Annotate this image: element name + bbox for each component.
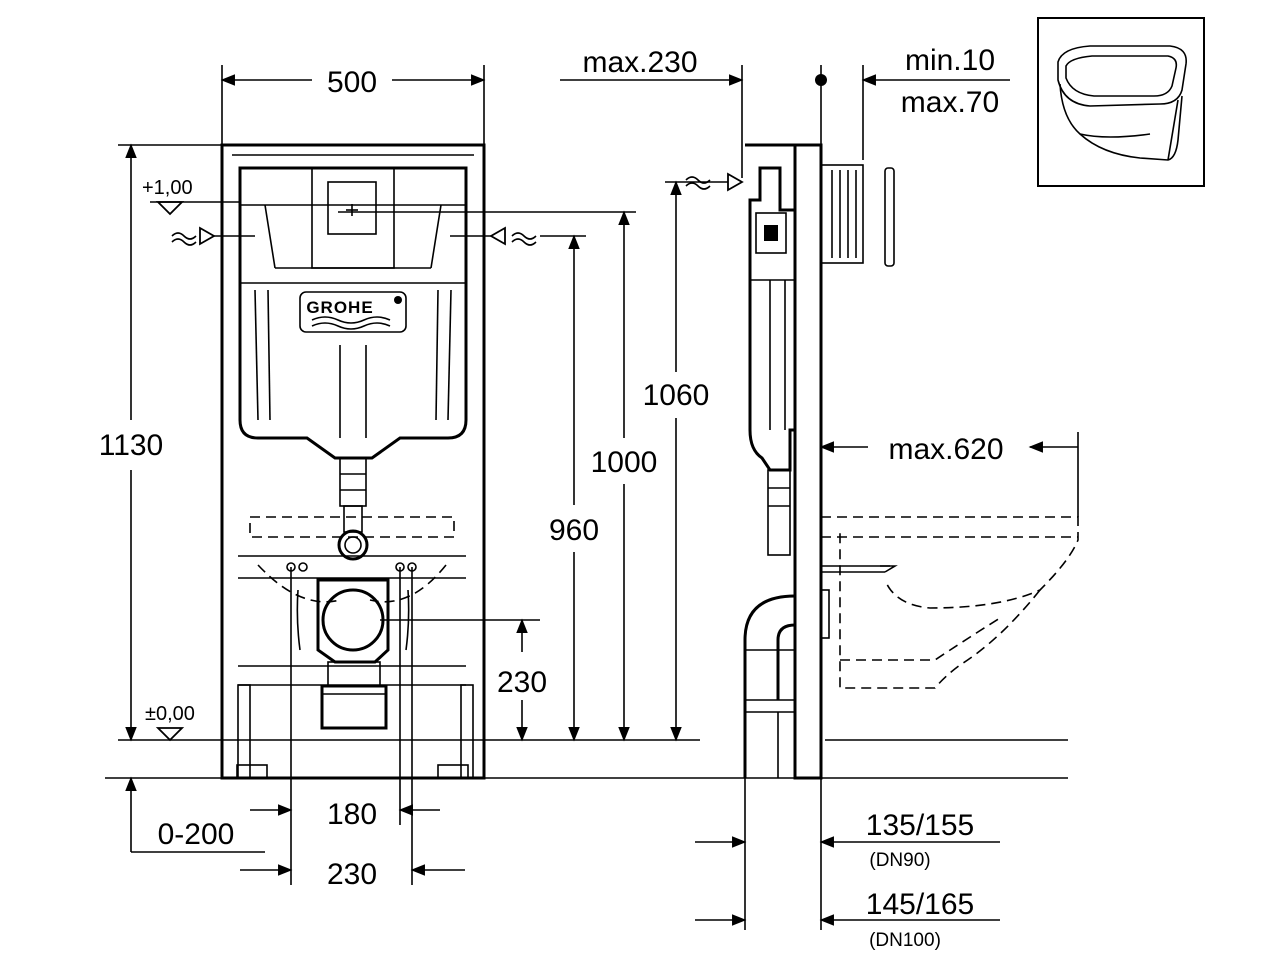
toilet-bowl-icon xyxy=(1057,45,1187,161)
dim-bolt-spacing-label: 180 xyxy=(327,798,377,831)
dim-inlet-960: 960 xyxy=(540,234,599,742)
dim-width: 500 xyxy=(220,65,486,145)
dim-wall-depth-max-label: max.70 xyxy=(901,86,999,119)
dim-bracket-spacing: 230 xyxy=(240,567,465,891)
dim-drain-spec-dn90-label: (DN90) xyxy=(869,850,930,871)
dim-bolt-spacing: 180 xyxy=(250,567,440,831)
dim-drain-spec-dn100-label: (DN100) xyxy=(869,930,941,951)
dim-drain-offset-dn90-label: 135/155 xyxy=(866,809,974,842)
toilet-thumbnail xyxy=(1037,17,1205,187)
front-view: GROHE xyxy=(220,143,486,780)
level-mark-bottom-label: ±0,00 xyxy=(145,703,195,725)
dim-bowl-projection-label: max.620 xyxy=(888,433,1003,466)
level-mark-bottom: ±0,00 xyxy=(118,703,700,742)
dim-drain-height-label: 230 xyxy=(497,666,547,699)
dim-wall-depth: min.10 max.70 xyxy=(861,44,1010,160)
dim-floor-adjust-label: 0-200 xyxy=(158,818,235,851)
dim-top-offset-label: max.230 xyxy=(582,46,697,79)
dim-inlet-1060-label: 1060 xyxy=(643,379,710,412)
dim-bowl-projection: max.620 xyxy=(819,432,1079,517)
dim-inlet-960-label: 960 xyxy=(549,514,599,547)
dim-drain-height: 230 xyxy=(380,618,547,742)
dim-bracket-spacing-label: 230 xyxy=(327,858,377,891)
dim-floor-adjust: 0-200 xyxy=(125,776,265,853)
dim-height: 1130 xyxy=(99,143,222,742)
dim-height-label: 1130 xyxy=(99,429,164,462)
dim-drain-offset-dn100: 145/165 (DN100) xyxy=(695,888,1000,951)
dim-drain-offset-dn100-label: 145/165 xyxy=(866,888,974,921)
water-inlet-icon xyxy=(171,226,537,246)
level-mark-top: +1,00 xyxy=(142,177,240,216)
side-view xyxy=(685,65,1079,780)
dim-drain-offset-dn90: 135/155 (DN90) xyxy=(695,778,1000,930)
dim-inlet-1000-label: 1000 xyxy=(591,446,658,479)
brand-logo: GROHE xyxy=(306,298,373,317)
dim-inlet-1060: 1060 xyxy=(643,180,740,742)
level-mark-top-label: +1,00 xyxy=(142,177,193,199)
dim-inlet-1000: 1000 xyxy=(338,210,658,742)
dim-width-label: 500 xyxy=(327,66,377,99)
dim-wall-depth-min-label: min.10 xyxy=(905,44,995,77)
dim-top-offset: max.230 xyxy=(560,46,744,178)
